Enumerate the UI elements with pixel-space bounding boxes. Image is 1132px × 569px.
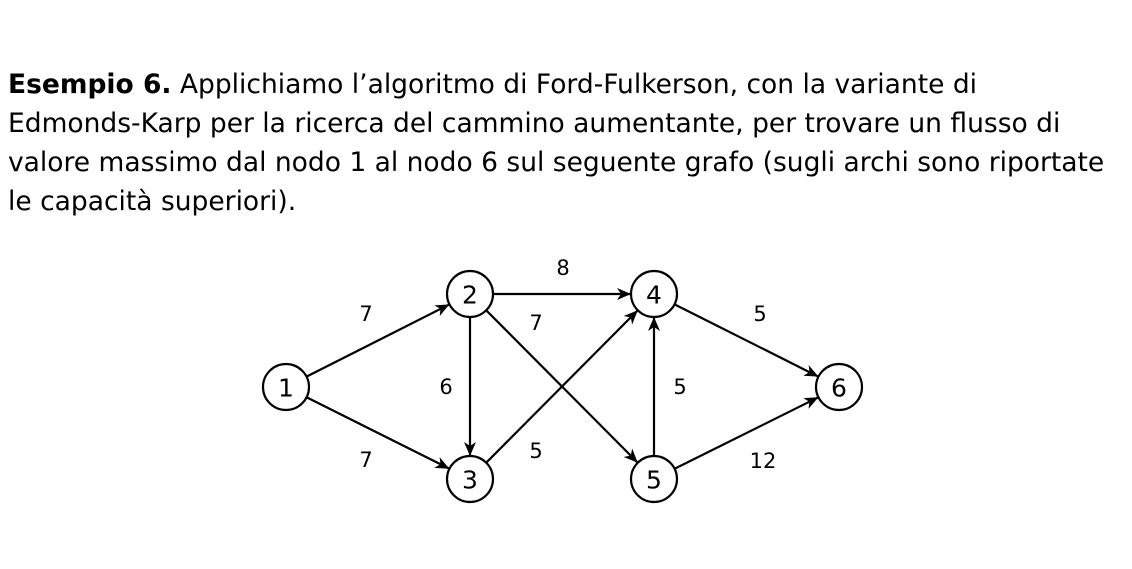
node-label-1: 1 [278, 374, 294, 403]
node-circle-4 [629, 269, 679, 319]
node-circle-3 [445, 454, 495, 504]
node-1: 1 [261, 362, 311, 412]
node-label-2: 2 [462, 281, 478, 310]
node-label-5: 5 [646, 466, 662, 495]
node-circle-5 [629, 454, 679, 504]
capacity-label-2-5: 7 [529, 311, 542, 335]
edge-3-4 [485, 310, 638, 464]
example-paragraph: Esempio 6. Applichiamo l’algoritmo di Fo… [8, 65, 1128, 221]
paragraph-line-1: Esempio 6. Applichiamo l’algoritmo di Fo… [8, 65, 1128, 104]
paragraph-line-4: le capacità superiori). [8, 186, 297, 217]
capacity-label-3-4: 5 [529, 439, 542, 463]
node-label-4: 4 [646, 281, 662, 310]
node-circle-1 [261, 362, 311, 412]
capacity-label-2-3: 6 [439, 375, 452, 399]
node-label-6: 6 [831, 374, 847, 403]
paragraph-line-1-text: Applichiamo l’algoritmo di Ford-Fulkerso… [171, 69, 977, 100]
capacity-label-5-4: 5 [673, 375, 686, 399]
edge-4-6 [674, 303, 819, 378]
node-circle-2 [445, 269, 495, 319]
node-4: 4 [629, 269, 679, 319]
node-6: 6 [814, 362, 864, 412]
node-3: 3 [445, 454, 495, 504]
edge-1-2 [306, 303, 450, 378]
capacity-label-1-2: 7 [359, 302, 372, 326]
node-2: 2 [445, 269, 495, 319]
edge-5-6 [674, 396, 819, 470]
example-heading: Esempio 6. [8, 69, 172, 100]
node-circle-6 [814, 362, 864, 412]
paragraph-line-3: valore massimo dal nodo 1 al nodo 6 sul … [8, 147, 1105, 178]
paragraph-line-2: Edmonds-Karp per la ricerca del cammino … [8, 108, 1061, 139]
capacity-label-4-6: 5 [753, 302, 766, 326]
node-label-3: 3 [462, 466, 478, 495]
capacity-label-1-3: 7 [359, 448, 372, 472]
edge-1-3 [306, 396, 450, 470]
capacity-label-2-4: 8 [556, 256, 569, 280]
capacity-label-5-6: 12 [750, 449, 777, 473]
node-5: 5 [629, 454, 679, 504]
edges-layer: 7 7 6 8 7 5 5 5 12 [306, 256, 819, 473]
